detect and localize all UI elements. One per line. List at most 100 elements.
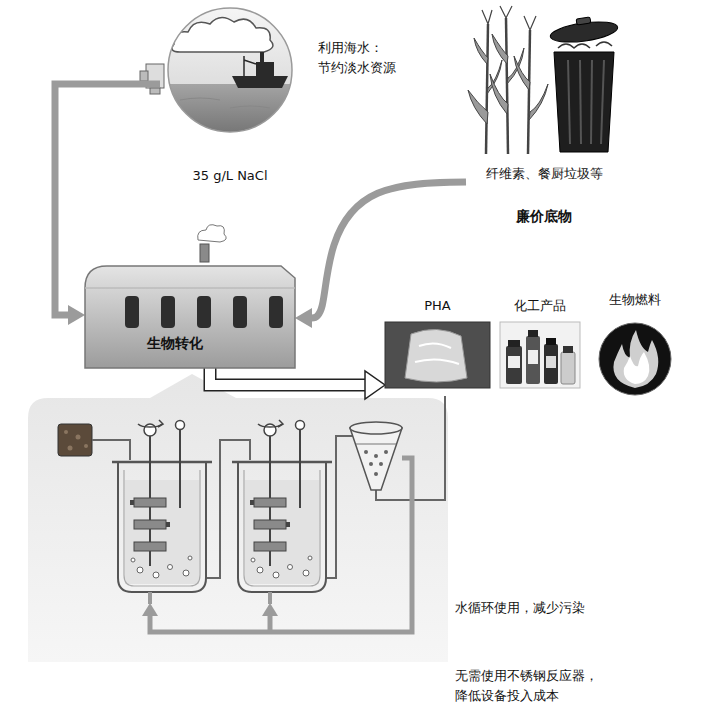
- reactor-panel: [28, 374, 448, 662]
- separator-funnel: [350, 422, 402, 490]
- water-recycle-line: [142, 603, 158, 616]
- product-image-picture: [544, 344, 558, 384]
- process-pipes: [206, 440, 250, 578]
- product-image-picture: [563, 346, 573, 353]
- product-image-picture: [546, 356, 556, 368]
- connector-line: [210, 368, 368, 385]
- bioreactor-tank: [112, 420, 212, 604]
- bioconversion-factory-picture: [233, 296, 247, 328]
- bioconversion-factory-picture: [125, 296, 283, 328]
- product-image-picture: [385, 322, 490, 388]
- bioconversion-factory-picture: [269, 296, 283, 328]
- seawater-source-picture: [160, 4, 300, 144]
- cheap-substrate-picture: [514, 56, 530, 90]
- bioreactor-tank: [112, 420, 332, 604]
- cheap-substrate-picture: [468, 90, 488, 124]
- separator-funnel: [374, 472, 378, 476]
- cheap-substrate-picture: [506, 18, 508, 154]
- process-pipes: [326, 436, 354, 578]
- factory-chimney: [200, 244, 209, 262]
- separator-funnel: [384, 450, 388, 454]
- product-image-picture: [528, 330, 538, 337]
- factory-chimney: [198, 225, 227, 242]
- seawater-source-picture: [244, 56, 256, 76]
- separator-funnel: [350, 422, 402, 434]
- note-text: 无需使用不锈钢反应器， 降低设备投入成本: [455, 666, 635, 706]
- cheap-substrate-picture: [558, 42, 612, 48]
- cheap-substrate-picture: [596, 42, 612, 46]
- factory-chimney: [198, 225, 227, 262]
- product-image-picture: [508, 340, 520, 347]
- product-image-picture: [590, 322, 680, 396]
- note-text: 利用海水： 节约淡水资源: [318, 38, 418, 78]
- connector-line: [309, 182, 466, 318]
- water-recycle-line: [262, 603, 278, 616]
- product-image: 生物燃料: [590, 292, 680, 400]
- seawater-source: 35 g/L NaCl: [160, 4, 300, 189]
- product-image-picture: [546, 338, 556, 345]
- separator-funnel: [356, 444, 396, 445]
- product-image-picture: [500, 322, 580, 388]
- seawater-source-picture: [232, 76, 288, 88]
- node-label: 生物转化: [147, 334, 295, 352]
- separator-funnel: [379, 462, 383, 466]
- product-image-picture: [506, 346, 522, 384]
- seawater-source-picture: [180, 98, 270, 108]
- reactor-panel: [28, 374, 448, 662]
- node-label: 化工产品: [500, 298, 580, 315]
- seawater-source-picture: [168, 8, 292, 132]
- cheap-substrate-picture: [576, 17, 591, 25]
- cheap-substrate-picture: [601, 60, 604, 144]
- biomass-sample: [64, 430, 68, 434]
- biomass-sample: [76, 435, 81, 440]
- seawater-source-picture: [256, 62, 274, 76]
- product-image-picture: [415, 343, 459, 364]
- seawater-intake-pipe: [150, 88, 160, 94]
- water-recycle-line: [150, 458, 412, 632]
- product-image-picture: [526, 336, 540, 384]
- product-image-picture: [508, 356, 520, 368]
- cheap-substrate-picture: [568, 60, 604, 144]
- bioconversion-factory-picture: [197, 296, 211, 328]
- bioreactor-tank: [232, 420, 332, 604]
- cheap-substrate-picture: [591, 60, 592, 144]
- product-image-picture: [613, 330, 658, 388]
- water-recycle-line: [142, 458, 412, 632]
- product-image-picture: [500, 322, 580, 388]
- separator-funnel: [369, 462, 373, 466]
- product-image-picture: [599, 323, 671, 395]
- product-image-picture: [528, 350, 538, 364]
- cheap-substrate: 纤维素、餐厨垃圾等廉价底物: [466, 4, 622, 230]
- cheap-substrate-picture: [482, 6, 536, 30]
- cheap-substrate-picture: [529, 84, 548, 120]
- separator-funnel: [350, 428, 402, 490]
- seawater-source-picture: [172, 17, 273, 52]
- cheap-substrate-picture: [466, 4, 622, 154]
- bioconversion-factory-picture: [85, 258, 295, 368]
- cheap-substrate-picture: [468, 34, 548, 124]
- cheap-substrate-picture: [568, 60, 570, 144]
- node-label: 生物燃料: [590, 292, 680, 309]
- separator-funnel: [374, 454, 378, 458]
- node-heading: 廉价底物: [466, 207, 622, 225]
- cheap-substrate-picture: [482, 6, 536, 30]
- bioconversion-factory-picture: [161, 296, 175, 328]
- product-image-picture: [385, 322, 490, 388]
- node-label: 纤维素、餐厨垃圾等: [466, 166, 622, 183]
- bioconversion-factory: 生物转化: [85, 258, 295, 368]
- separator-funnel: [364, 450, 368, 454]
- cheap-substrate-picture: [554, 52, 614, 152]
- note-text: 水循环使用，减少污染: [455, 598, 585, 618]
- product-image-picture: [405, 329, 467, 382]
- product-image-picture: [624, 352, 650, 384]
- seawater-source-picture: [260, 52, 264, 62]
- arrow-head: [295, 308, 312, 328]
- biomass-sample: [58, 424, 92, 456]
- biomass-sample: [84, 444, 88, 448]
- cheap-substrate-picture: [486, 18, 530, 154]
- cheap-substrate-picture: [474, 38, 488, 64]
- cheap-substrate-picture: [558, 44, 590, 48]
- biomass-sample: [58, 424, 92, 456]
- seawater-intake-pipe: [140, 71, 148, 81]
